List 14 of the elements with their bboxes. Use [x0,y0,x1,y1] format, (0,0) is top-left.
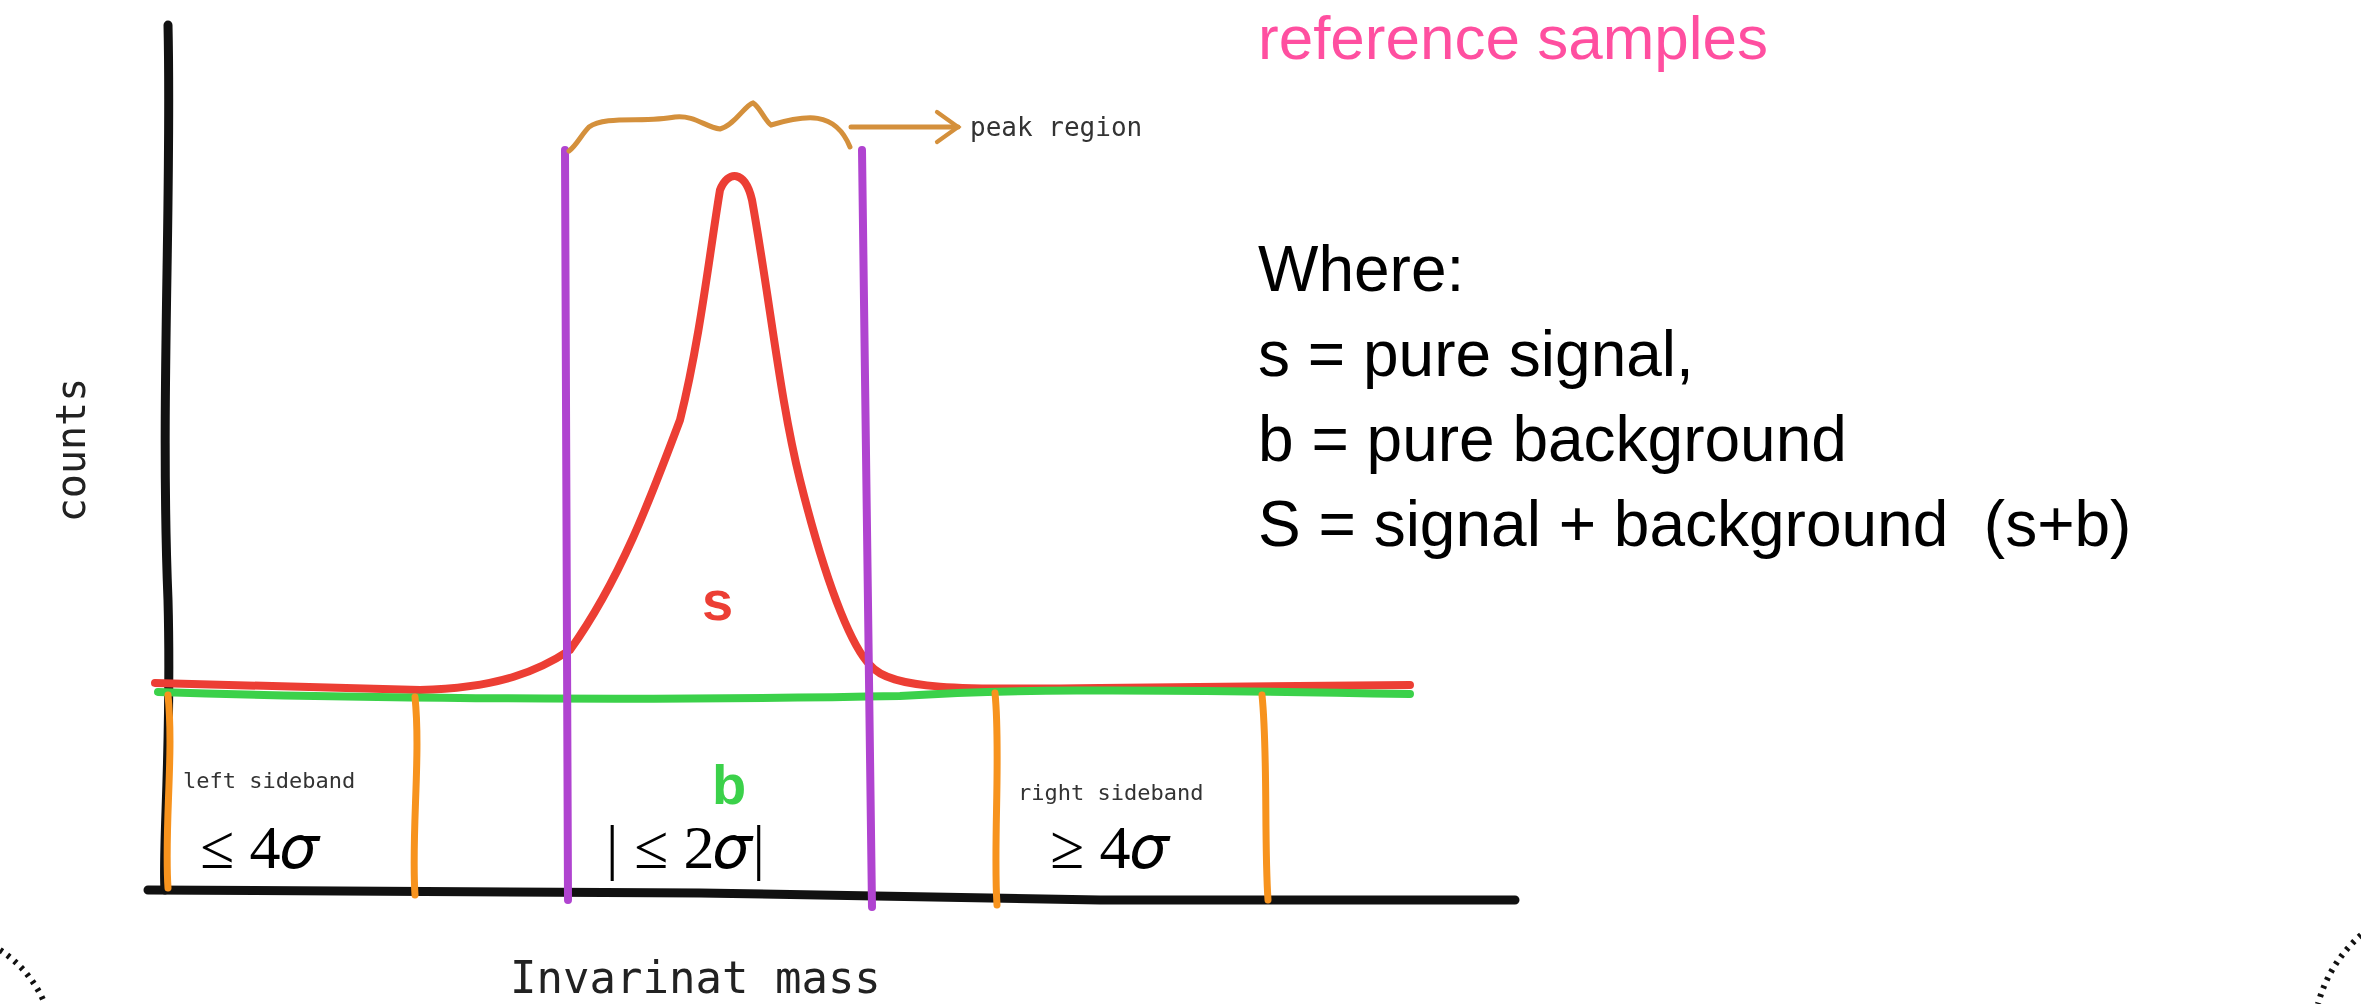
curve-label: s [702,568,734,633]
arrow [848,109,961,145]
definition-text: S = signal + background (s+b) [1258,487,2132,561]
region-label: left sideband [183,768,356,793]
annotation-text: peak region [970,112,1143,142]
region-label: right sideband [1018,780,1204,805]
range-formula: ≤ 4𝜎 [200,812,319,883]
axis-label: Invarinat mass [510,952,881,1003]
definition-text: b = pure background [1258,402,1847,476]
definition-text: s = pure signal, [1258,317,1694,391]
definition-text: Where: [1258,232,1465,306]
range-formula: ≥ 4𝜎 [1050,812,1169,883]
axis-label: counts [47,377,94,523]
heading-text: reference samples [1258,2,1769,73]
